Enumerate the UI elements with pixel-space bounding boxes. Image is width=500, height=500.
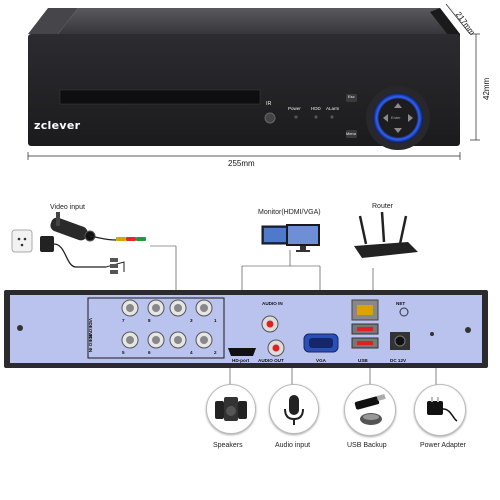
nav-left-key	[383, 114, 388, 122]
bnc-number-4: 4	[190, 350, 193, 355]
brand-logo: zclever	[34, 119, 81, 132]
hdd-label: HDD	[311, 106, 321, 111]
usb-backup-illustration	[344, 384, 396, 436]
hdmi-port	[228, 348, 256, 356]
bnc-number-7: 7	[122, 318, 125, 323]
hd-port-label: HD-port	[232, 358, 250, 363]
menu-label: Menu	[346, 131, 357, 136]
rear-panel-illustration	[4, 290, 488, 368]
net-label: NET	[396, 301, 406, 306]
power-adapter-label: Power Adapter	[420, 442, 466, 449]
dvr-front-illustration	[27, 3, 480, 160]
bnc-number-2: 2	[214, 350, 217, 355]
audio-in-label: AUDIO IN	[262, 301, 283, 306]
monitor-illustration	[261, 224, 320, 252]
vga-label: VGA	[316, 358, 326, 363]
bnc-number-3: 3	[190, 318, 193, 323]
power-label: Power	[288, 106, 301, 111]
router-illustration	[354, 211, 418, 258]
audio-input-illustration	[269, 384, 319, 434]
monitor-label: Monitor(HDMI/VGA)	[258, 209, 321, 216]
enter-label: Enter	[391, 115, 401, 120]
esc-label: Esc	[348, 94, 355, 99]
nav-right-key	[408, 114, 413, 122]
ir-sensor	[264, 112, 276, 124]
speakers-label: Speakers	[213, 442, 243, 449]
nav-up-key	[394, 103, 402, 108]
speakers-illustration	[206, 384, 256, 434]
usb-label: USB	[358, 358, 368, 363]
bnc-connectors	[121, 299, 213, 349]
nav-down-key	[394, 128, 402, 133]
camera-kit-illustration	[11, 212, 146, 274]
dvr-top-face	[58, 8, 460, 34]
audio-out-label: AUDIO OUT	[258, 358, 284, 363]
esc-key	[346, 94, 357, 102]
display-window	[59, 89, 261, 105]
dc-label: DC 12V	[390, 358, 407, 363]
depth-dimension-line	[445, 3, 471, 35]
bnc-number-5: 5	[122, 350, 125, 355]
ir-label: IR	[266, 101, 272, 107]
alarm-label: ALarm	[326, 106, 340, 111]
power-led	[294, 115, 298, 119]
hdd-led	[314, 115, 318, 119]
router-label: Router	[372, 203, 394, 210]
menu-key	[346, 130, 357, 138]
ground-screw	[430, 332, 434, 336]
audio-input-label: Audio input	[275, 442, 311, 449]
alarm-led	[330, 115, 334, 119]
usb-backup-label: USB Backup	[347, 442, 387, 449]
power-adapter-illustration	[414, 384, 466, 436]
video-in-right-label: VIDEO IN	[88, 332, 93, 353]
bnc-number-6: 6	[148, 350, 151, 355]
bnc-number-1: 1	[214, 318, 217, 323]
video-input-label: Video input	[50, 204, 85, 211]
width-dimension-label: 255mm	[228, 159, 255, 168]
bnc-number-8: 8	[148, 318, 151, 323]
